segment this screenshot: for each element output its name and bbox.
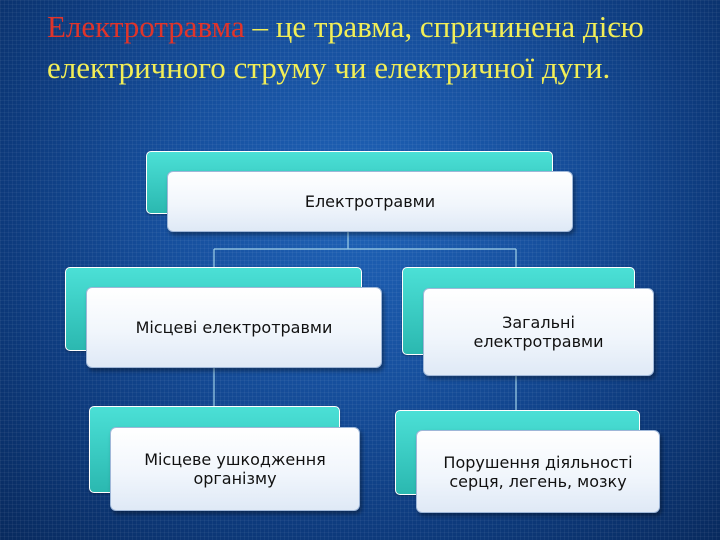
left-branch-node: Місцеві електротравми (86, 287, 382, 368)
root-node: Електротравми (167, 171, 573, 232)
right-branch-node: Загальні електротравми (423, 288, 654, 376)
slide-title: Електротравма – це травма, спричинена ді… (47, 6, 707, 88)
right-leaf-node: Порушення діяльності серця, легень, мозк… (416, 430, 660, 513)
title-term: Електротравма (47, 9, 245, 44)
title-definition: – це травма, спричинена дією електричног… (47, 9, 644, 85)
left-leaf-node: Місцеве ушкодження організму (110, 427, 360, 511)
